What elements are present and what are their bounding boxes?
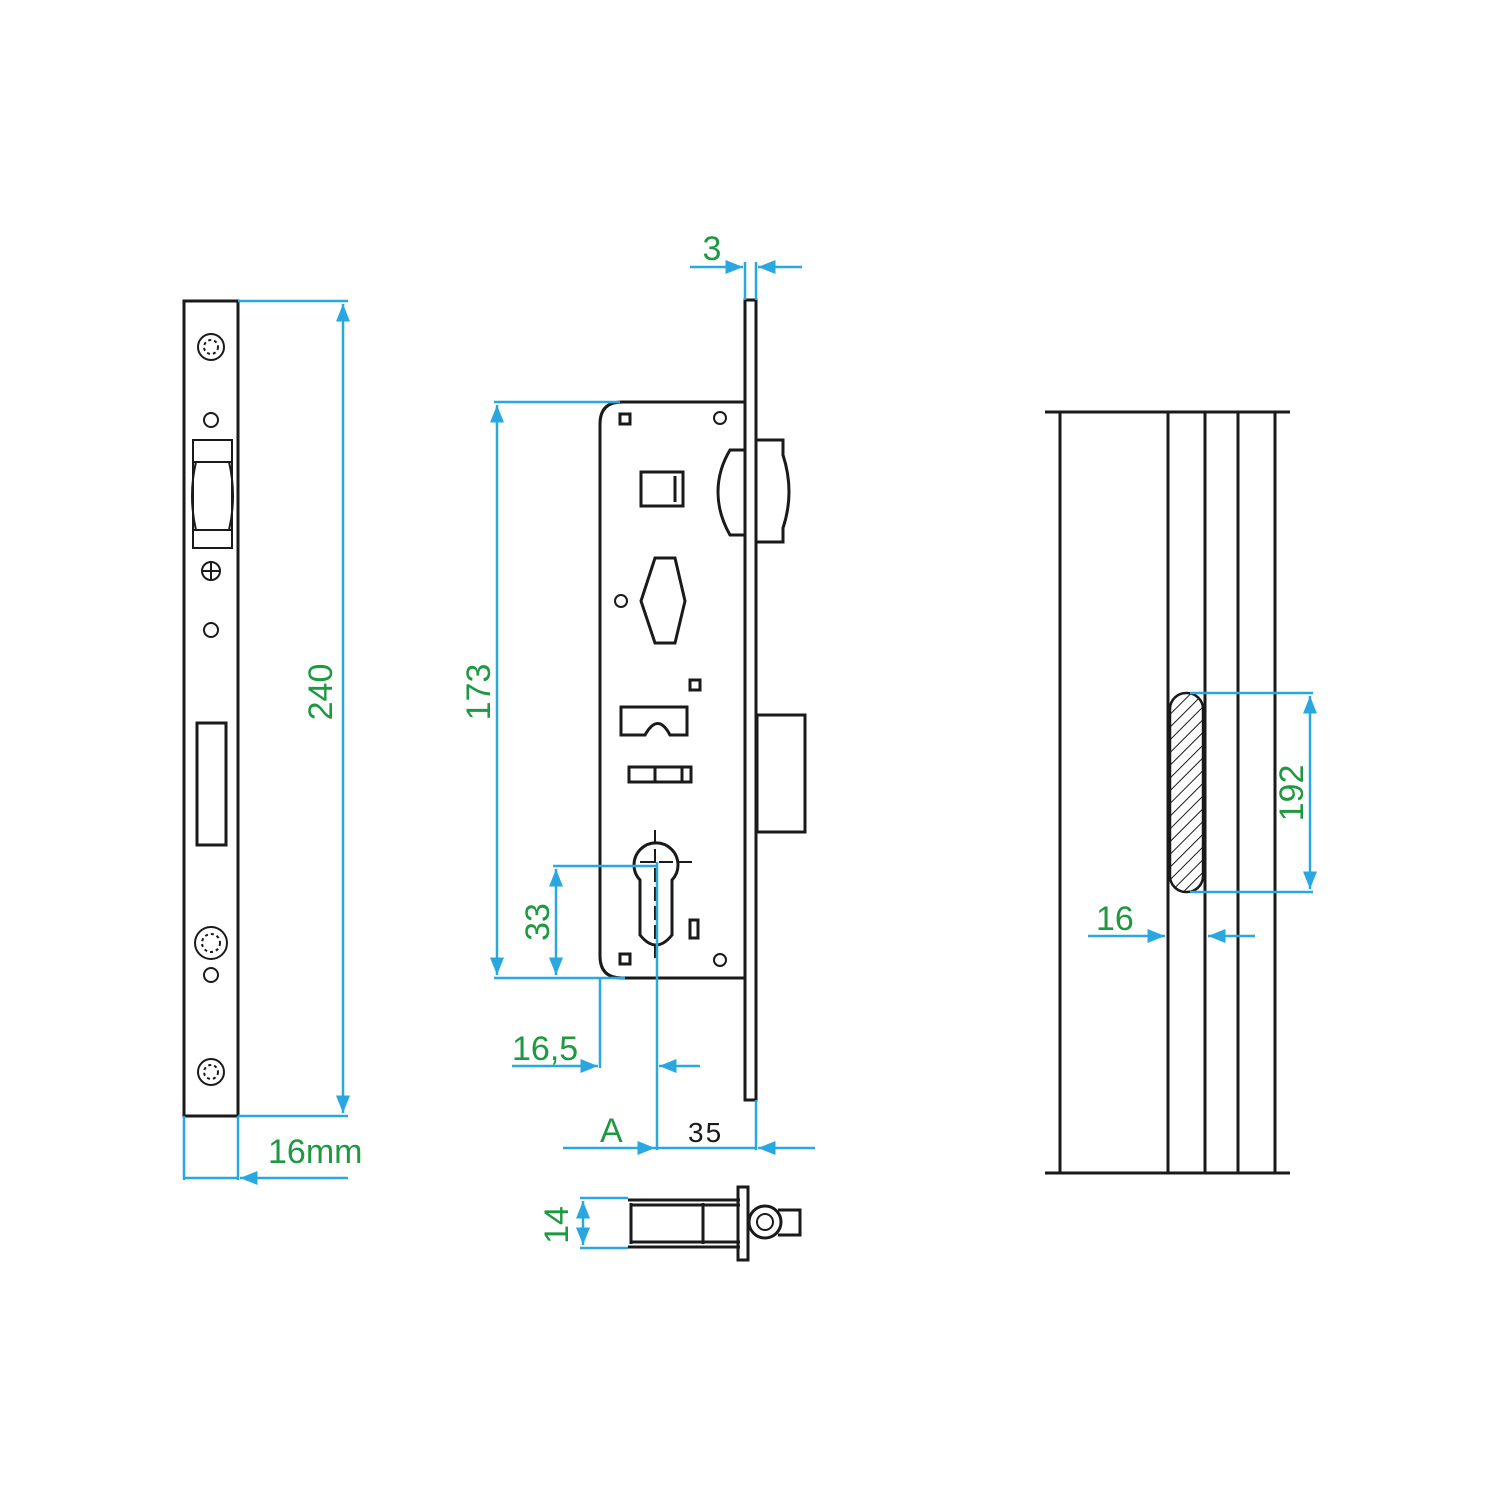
latch-side — [716, 438, 791, 544]
profile-view — [1045, 410, 1290, 1175]
dim-192: 192 — [1190, 691, 1317, 894]
dim-173: 173 — [460, 400, 625, 980]
dim-3: 3 — [690, 230, 802, 300]
dim-label-240: 240 — [302, 664, 340, 721]
torx-screw-icon — [197, 333, 225, 361]
dim-16mm: 16mm — [182, 1116, 362, 1185]
dim-33: 33 — [519, 864, 657, 975]
hole-icon — [203, 412, 219, 428]
dim-16-profile: 16 — [1088, 900, 1255, 943]
side-view-lock-body — [598, 298, 807, 1102]
hatched-cutout — [1168, 691, 1205, 894]
faceplate-edge — [743, 298, 758, 1102]
dim-label-16: 16 — [1096, 900, 1134, 938]
dim-backset: A 35 — [563, 1100, 815, 1155]
dim-14: 14 — [538, 1196, 628, 1250]
phillips-screw-icon — [201, 561, 221, 581]
hole-icon — [203, 967, 219, 983]
dim-label-a: A — [600, 1112, 623, 1150]
front-view-faceplate — [182, 299, 240, 1118]
dim-16-5: 16,5 — [512, 862, 700, 1150]
dim-label-35: 35 — [688, 1117, 723, 1148]
torx-screw-icon — [194, 926, 228, 960]
hole-icon — [203, 622, 219, 638]
latch-front-icon — [191, 439, 234, 549]
dim-240: 240 — [238, 299, 350, 1118]
dim-label-16mm: 16mm — [268, 1133, 362, 1171]
dim-label-16-5: 16,5 — [512, 1030, 578, 1068]
dim-label-3: 3 — [703, 230, 722, 268]
bolt-slot — [195, 721, 228, 847]
dim-label-173: 173 — [460, 664, 498, 721]
dim-label-33: 33 — [519, 903, 557, 941]
dim-label-14: 14 — [538, 1206, 576, 1244]
latch-top-view — [628, 1185, 802, 1262]
deadbolt — [755, 713, 807, 834]
dim-label-192: 192 — [1273, 765, 1311, 822]
torx-screw-icon — [197, 1058, 225, 1086]
